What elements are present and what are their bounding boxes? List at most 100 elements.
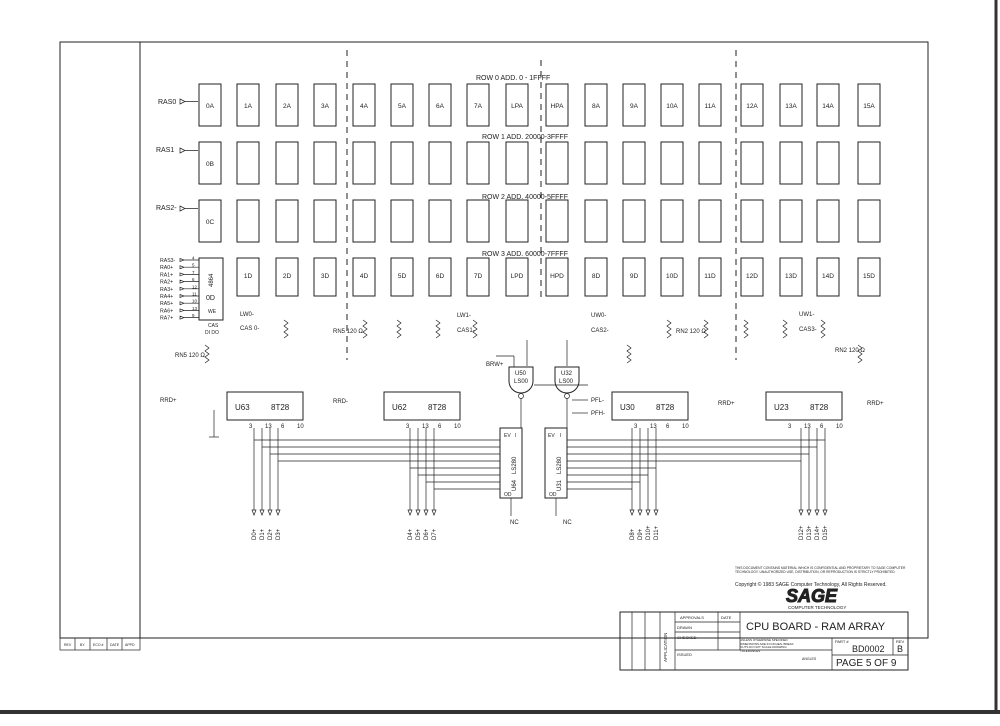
chip-r2-c10 xyxy=(584,199,608,243)
chip-label: 5D xyxy=(398,273,407,280)
chip-label: 2D xyxy=(283,273,292,280)
chip-r2-c17 xyxy=(857,199,881,243)
signal-rrd-mid: RRD- xyxy=(333,399,348,405)
signal-pfh: PFH- xyxy=(591,411,605,417)
row3-pin-label: 6 xyxy=(192,277,195,282)
chip-label: 7D xyxy=(474,273,483,280)
chip-label: 12A xyxy=(746,103,758,110)
chip-label: 0B xyxy=(206,161,214,168)
chip-r1-c8 xyxy=(505,141,529,185)
parity-u31-part: LS280 xyxy=(557,456,563,474)
chip-label: 14D xyxy=(822,273,834,280)
tb-drawn: DRAWN xyxy=(677,625,692,630)
data-output-label: D0+ xyxy=(252,528,258,540)
chip-r2-c0: 0C xyxy=(198,199,222,243)
chip-0D-we: WE xyxy=(208,309,217,315)
tb-title: CPU BOARD - RAM ARRAY xyxy=(746,621,886,633)
chip-label: 3D xyxy=(321,273,330,280)
buffer-pin: 10 xyxy=(454,424,461,430)
parity-u31-nc: NC xyxy=(563,520,572,526)
chip-label: 15A xyxy=(863,103,875,110)
chip-r0-c10: 8A xyxy=(584,83,608,127)
signal-cas1: CAS1- xyxy=(457,328,475,334)
chip-r3-c1: 1D xyxy=(236,257,260,297)
rn-label-4: RN2 120 Ω xyxy=(835,348,865,354)
buffer-pin: 6 xyxy=(281,424,285,430)
parity-u31-oo: OD xyxy=(549,492,557,498)
rn-label-2: RN5 120 Ω xyxy=(333,329,363,335)
chip-label: 14A xyxy=(822,103,834,110)
data-output-label: D12+ xyxy=(799,525,805,540)
parity-u31-ev: EV xyxy=(548,433,555,439)
tb-notes: UNLESS OTHERWISE SPECIFIED DIMENSIONS AR… xyxy=(740,639,794,653)
ras2-label: RAS2- xyxy=(156,205,177,212)
chip-r2-c4 xyxy=(352,199,376,243)
tb-angles: ANGLES xyxy=(802,657,817,661)
buffer-pin: 6 xyxy=(438,424,442,430)
buffer-name: U30 xyxy=(620,403,635,412)
parity-u64-ev: EV xyxy=(504,433,511,439)
chip-r0-c11: 9A xyxy=(622,83,646,127)
chip-label: HPD xyxy=(550,273,564,280)
chip-label: 13A xyxy=(785,103,797,110)
chip-r3-c17: 15D xyxy=(857,257,881,297)
signal-cas0: CAS 0- xyxy=(240,326,259,332)
chip-label: 6D xyxy=(436,273,445,280)
parity-u64-oo: OD xyxy=(504,492,512,498)
row3-address-inputs: RAS3-4RA0+5RA1+7RA2+6RA3+12RA4+11RA5+10R… xyxy=(160,256,199,322)
row3-pin-label: 5 xyxy=(192,263,195,268)
signal-pfl: PFL- xyxy=(591,398,604,404)
chip-r1-c1 xyxy=(236,141,260,185)
chip-label: 9D xyxy=(630,273,639,280)
chip-label: 4D xyxy=(360,273,369,280)
parity-u64-od: I xyxy=(515,433,516,439)
chip-r2-c5 xyxy=(390,199,414,243)
row3-pin-label: 7 xyxy=(192,270,195,275)
chip-r1-c5 xyxy=(390,141,414,185)
gate-u32-name: U32 xyxy=(561,371,573,377)
chip-label: LPD xyxy=(511,273,524,280)
chip-r3-c7: 7D xyxy=(466,257,490,297)
chip-r0-c5: 5A xyxy=(390,83,414,127)
chip-label: 8A xyxy=(592,103,601,110)
row-label-0: ROW 0 ADD. 0 - 1FFFF xyxy=(476,75,550,82)
chip-r0-c8: LPA xyxy=(505,83,529,127)
chip-r0-c0: 0A xyxy=(198,83,222,127)
tb-checked: CHECKED xyxy=(677,635,697,640)
chip-r1-c16 xyxy=(816,141,840,185)
tb-rev-label: REV xyxy=(896,639,905,644)
chip-label: 11A xyxy=(704,103,716,110)
data-output-label: D1+ xyxy=(260,528,266,540)
buffer-pin: 6 xyxy=(666,424,670,430)
data-output-label: D14+ xyxy=(815,525,821,540)
chip-r0-c1: 1A xyxy=(236,83,260,127)
buffer-pin: 10 xyxy=(682,424,689,430)
buffer-part: 8T28 xyxy=(428,403,447,412)
resistor-networks xyxy=(204,319,863,364)
chip-label: LPA xyxy=(511,103,523,110)
chip-label: HPA xyxy=(551,103,565,110)
data-bus-lines xyxy=(209,340,825,516)
chip-r1-c0: 0B xyxy=(198,141,222,185)
chip-label: 1D xyxy=(244,273,253,280)
chip-label: 0A xyxy=(206,103,215,110)
chip-r3-c14: 12D xyxy=(740,257,764,297)
signal-cas3: CAS3- xyxy=(799,327,817,333)
chip-r1-c7 xyxy=(466,141,490,185)
chip-r3-c15: 13D xyxy=(779,257,803,297)
chip-r2-c8 xyxy=(505,199,529,243)
copyright-text: Copyright © 1983 SAGE Computer Technolog… xyxy=(735,581,887,588)
chip-r3-c3: 3D xyxy=(313,257,337,297)
chip-r0-c6: 6A xyxy=(428,83,452,127)
gate-u50: U50 LS00 xyxy=(508,366,534,399)
chip-label: 2A xyxy=(283,103,292,110)
signal-lw0: LW0- xyxy=(240,312,254,318)
chip-r3-c9: HPD xyxy=(545,257,569,297)
sage-logo: SAGE COMPUTER TECHNOLOGY xyxy=(786,586,847,611)
row3-input-label: RA1+ xyxy=(160,272,173,278)
title-block: APPROVALS DATE DRAWN CHECKED ISSUED APPL… xyxy=(619,611,909,671)
sage-logo-sub: COMPUTER TECHNOLOGY xyxy=(788,605,846,610)
chip-label: 13D xyxy=(785,273,797,280)
